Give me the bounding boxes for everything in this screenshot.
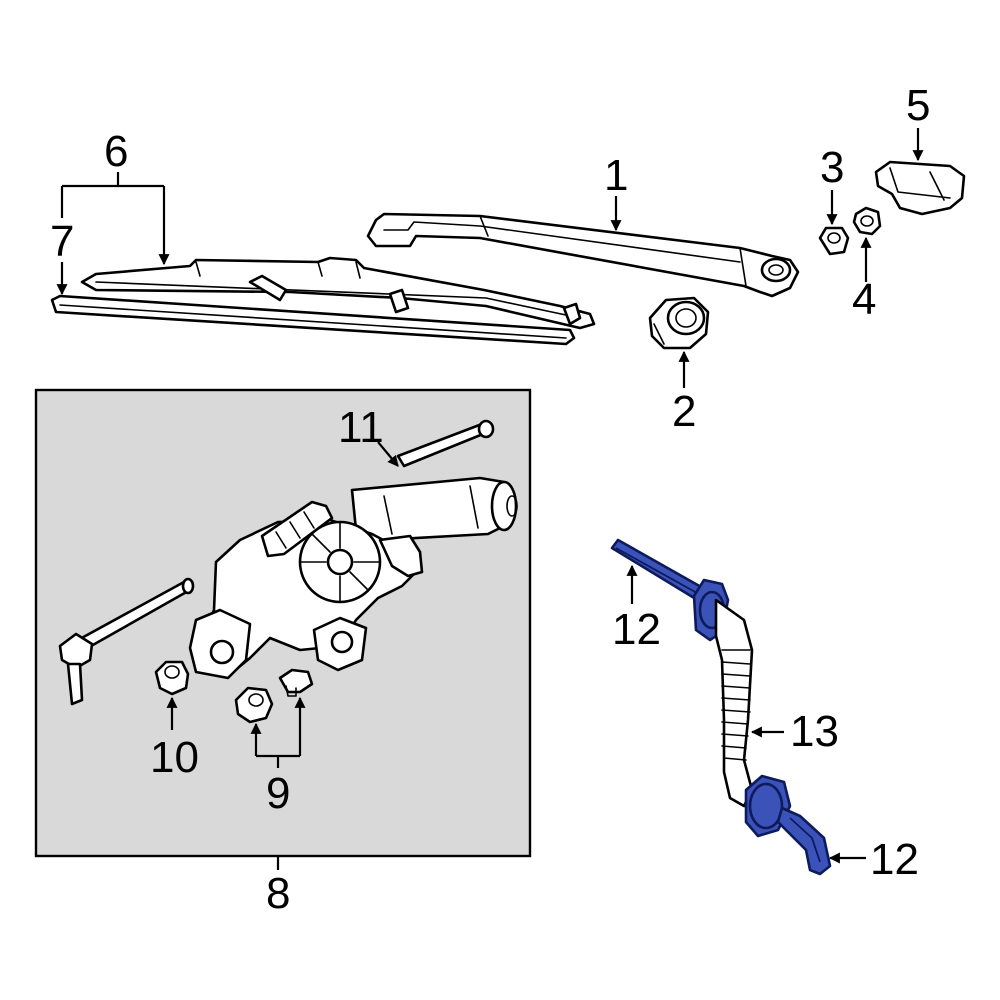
callout-12-lower: 12: [870, 835, 919, 884]
long-bolt: [58, 577, 195, 706]
wiper-blade: [50, 256, 596, 346]
leader-lines: [56, 128, 924, 870]
callout-3: 3: [820, 143, 844, 192]
nut: [852, 206, 882, 236]
callout-1: 1: [604, 151, 628, 200]
callout-6: 6: [104, 127, 128, 176]
washer-hose-assembly: [610, 538, 832, 876]
wiper-arm: [366, 212, 800, 298]
callout-5: 5: [906, 81, 930, 130]
callout-12-upper: 12: [612, 605, 661, 654]
bushing-pair: [234, 668, 314, 724]
callout-9: 9: [266, 769, 290, 818]
callout-8: 8: [266, 869, 290, 918]
washer: [818, 226, 850, 256]
callout-4: 4: [852, 275, 876, 324]
wiper-motor: [188, 476, 518, 680]
callout-13: 13: [790, 707, 839, 756]
pivot-bushing: [648, 296, 710, 350]
callout-7: 7: [50, 217, 74, 266]
arm-cover-cap: [874, 160, 966, 216]
callout-2: 2: [672, 387, 696, 436]
grommet: [154, 660, 190, 696]
callout-10: 10: [150, 733, 199, 782]
callout-11: 11: [338, 403, 384, 452]
mounting-stud: [396, 419, 495, 468]
